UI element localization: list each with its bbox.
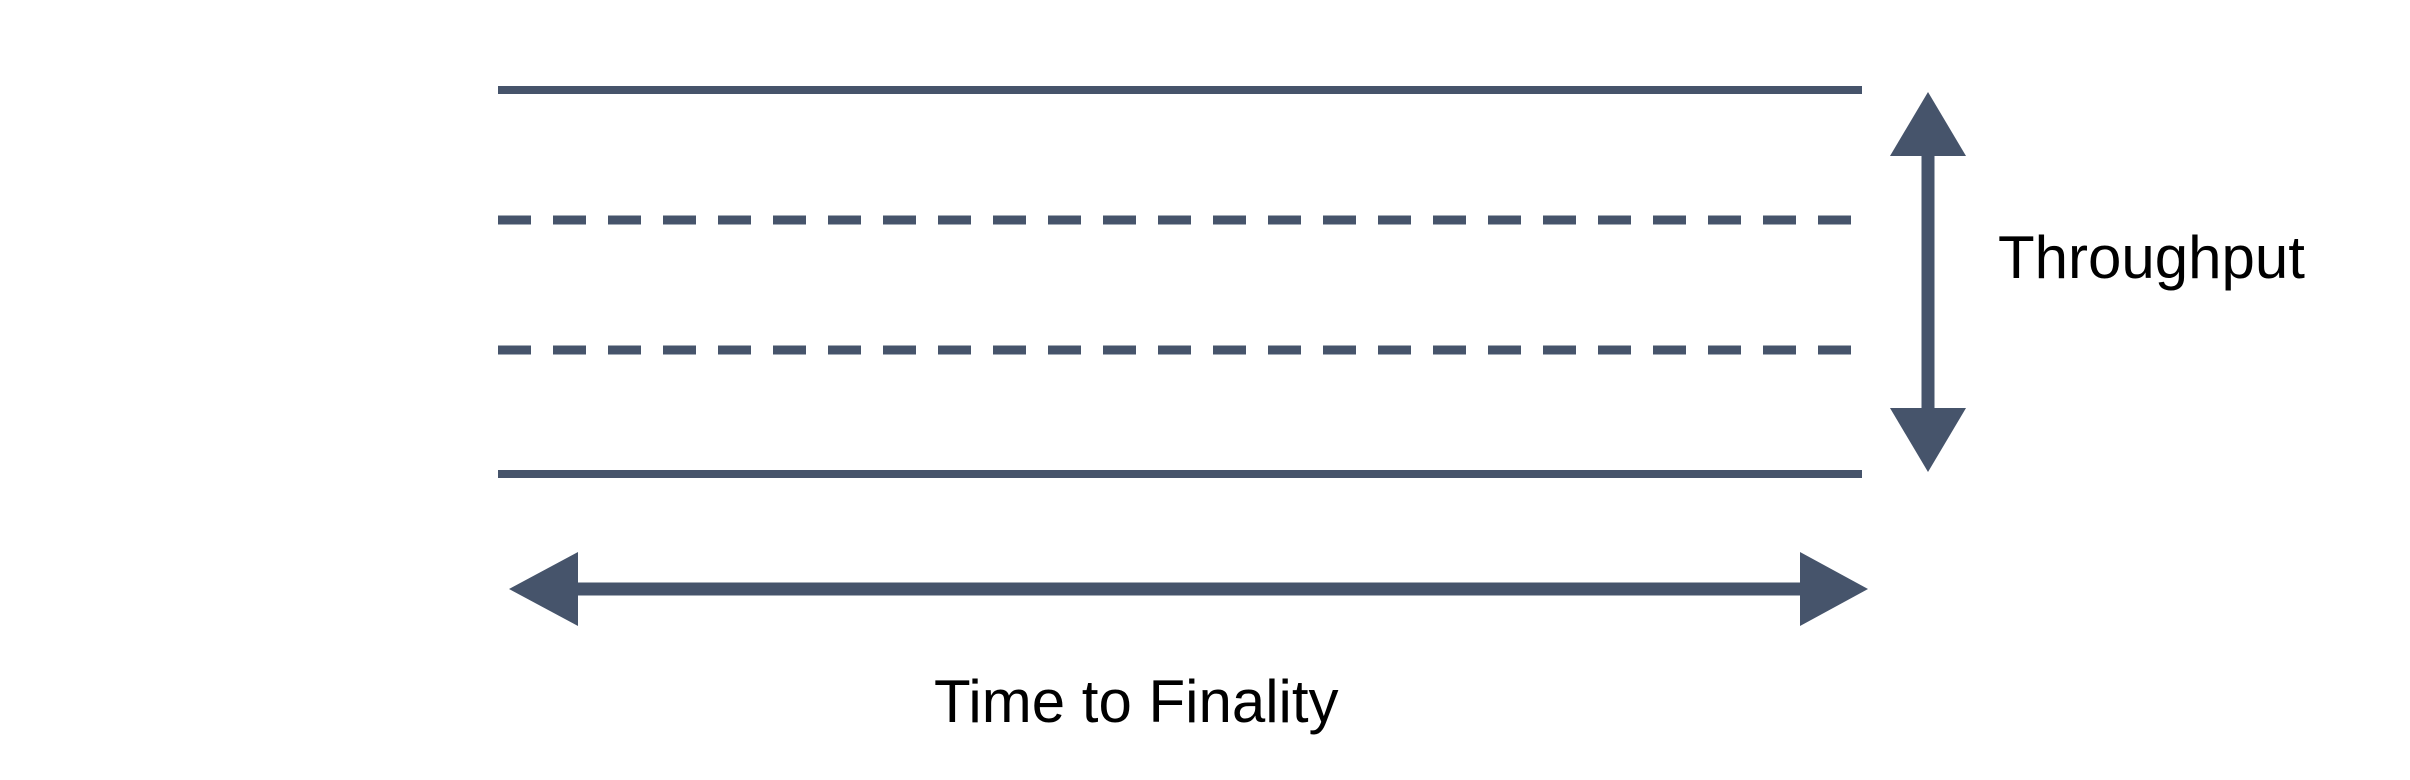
vertical-measure-arrow-group: [1890, 92, 1966, 472]
horizontal-arrow-head-left: [509, 552, 578, 626]
throughput-axis-label: Throughput: [1998, 224, 2305, 291]
horizontal-measure-arrow-group: [509, 552, 1868, 626]
lane-lines-group: [498, 86, 1862, 478]
horizontal-arrow-head-right: [1800, 552, 1868, 626]
vertical-arrow-head-down: [1890, 408, 1966, 472]
time-to-finality-axis-label: Time to Finality: [934, 668, 1339, 735]
vertical-arrow-head-up: [1890, 92, 1966, 156]
